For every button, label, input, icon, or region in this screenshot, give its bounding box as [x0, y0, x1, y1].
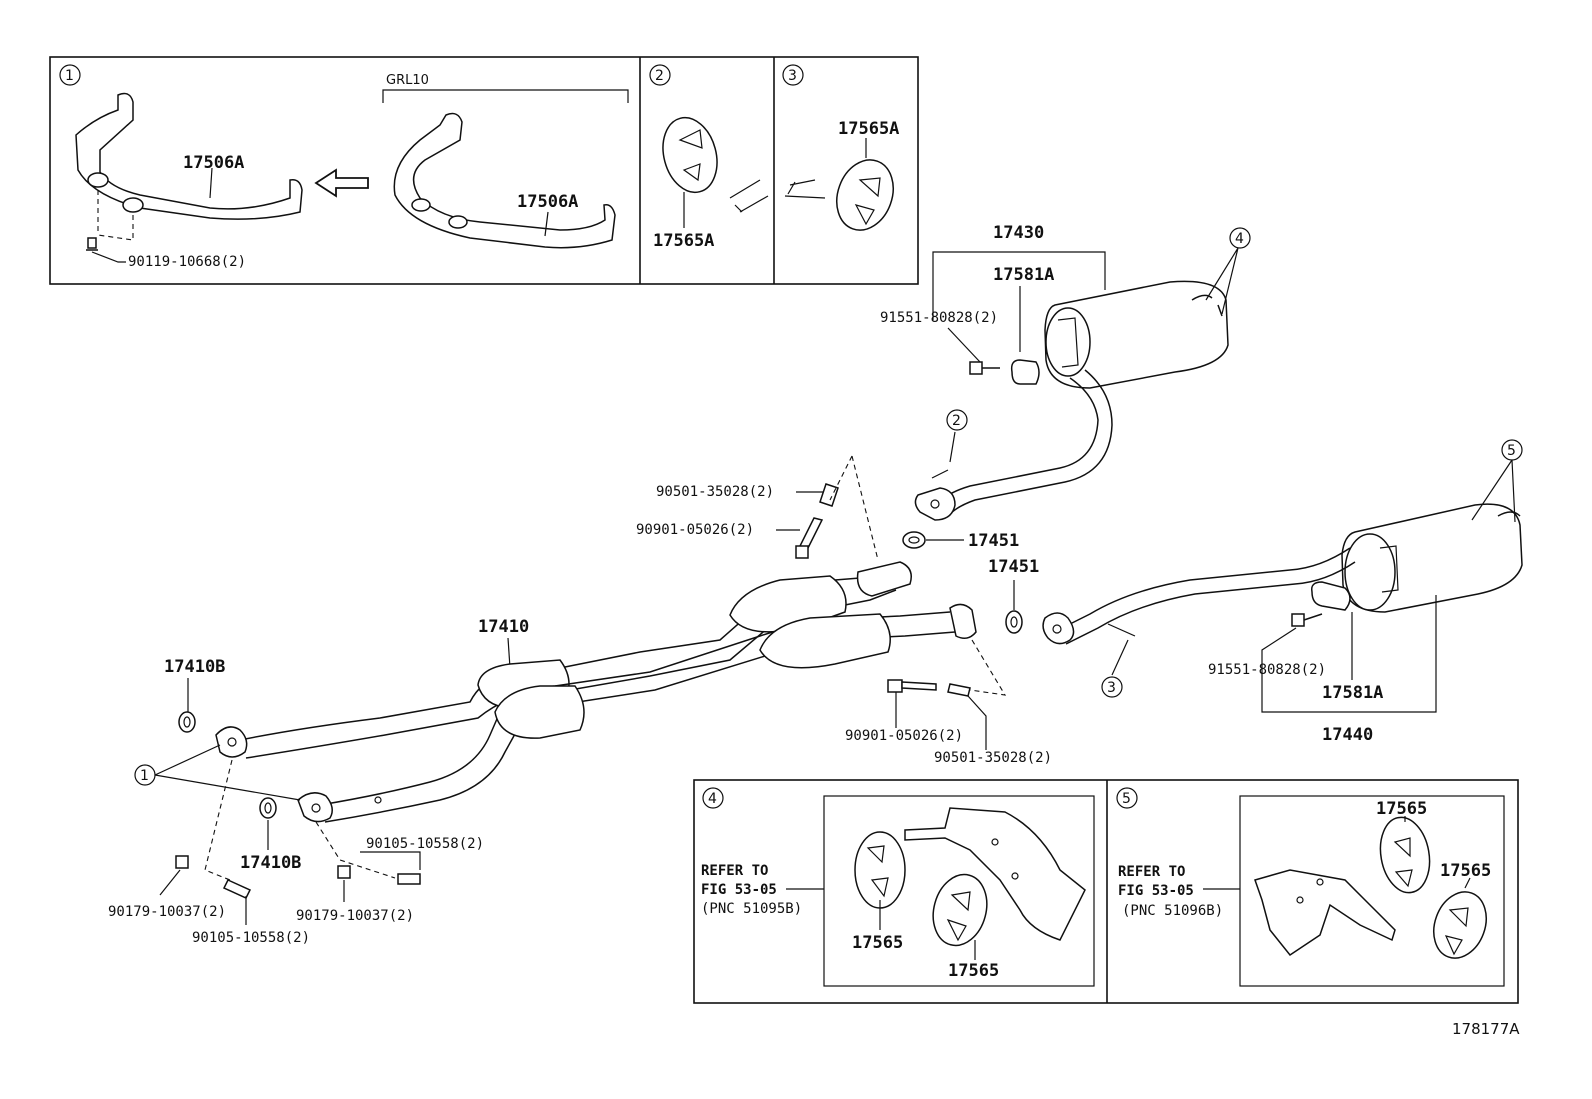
front-pipe-label: 17410: [478, 617, 529, 637]
nut-right-label: 90179-10037(2): [296, 908, 414, 924]
callout-3: 3: [1107, 680, 1116, 696]
support-bracket-left: [75, 92, 303, 220]
hanger-upper-part: [1010, 359, 1040, 385]
callout-4-upper: 4: [1235, 231, 1244, 247]
flange-lower: [1042, 612, 1075, 645]
gasket-17451-b: [1005, 610, 1023, 634]
hanger-upper-label: 17581A: [993, 265, 1054, 285]
inset-panel-1: 1 GRL10 90119-10668(2) 17506A 17506A: [49, 56, 919, 285]
support-bracket-right: [393, 112, 616, 249]
front-pipe-assembly: 17410 1: [134, 561, 977, 823]
arrow-left-icon: [314, 168, 369, 198]
inset-frame-top: [49, 56, 919, 285]
bracket-label-left: 17506A: [183, 153, 244, 173]
bolt-lower-label: 91551-80828(2): [1208, 662, 1326, 678]
refer-5-line1: REFER TO: [1118, 864, 1185, 880]
muffler-lower-label: 17440: [1322, 725, 1373, 745]
flange-upper: [914, 487, 956, 521]
hanger-5b: [1433, 891, 1487, 959]
bolt-low-label: 90901-05026(2): [845, 728, 963, 744]
refer-5-line3: (PNC 51096B): [1122, 903, 1223, 919]
panel-marker-1: 1: [65, 68, 74, 84]
gasket-b-label: 17410B: [240, 853, 301, 873]
bolt-upper-label: 91551-80828(2): [880, 310, 998, 326]
hanger-label-2: 17565A: [653, 231, 714, 251]
muffler-upper-body: [1044, 280, 1229, 389]
bracket-5: [1254, 869, 1396, 957]
catalytic-converter-d: [759, 613, 891, 669]
front-bolts: 90179-10037(2) 90105-10558(2) 90179-1003…: [108, 759, 484, 946]
gasket-d-label: 17451: [988, 557, 1039, 577]
hanger-lower-label: 17581A: [1322, 683, 1383, 703]
muffler-lower-end: [1344, 533, 1396, 611]
hanger-5b-label: 17565: [1440, 861, 1491, 881]
grl10-title: GRL10: [386, 73, 429, 88]
panel-marker-2: 2: [655, 68, 664, 84]
refer-4-line3: (PNC 51095B): [701, 901, 802, 917]
gaskets-17451: 17451 17451: [902, 531, 1039, 634]
spring-top-label: 90501-35028(2): [656, 484, 774, 500]
refer-5-line2: FIG 53-05: [1118, 883, 1194, 899]
inset-panel-3: 3 17565A: [782, 64, 899, 231]
spring-top: [819, 483, 839, 507]
center-bolts: 90501-35028(2) 90901-05026(2) 90901-0502…: [636, 455, 1052, 766]
hanger-4a-label: 17565: [852, 933, 903, 953]
panel-marker-1-circle: [59, 64, 81, 86]
bolt-left: [222, 879, 252, 899]
spring-low: [947, 683, 971, 697]
bolt-right-label: 90105-10558(2): [366, 836, 484, 852]
bolt-low: [887, 679, 903, 693]
refer-4-line2: FIG 53-05: [701, 882, 777, 898]
hanger-lower-part: [1310, 581, 1351, 611]
nut-left: [175, 855, 189, 869]
inset-panel-5: 5 REFER TO FIG 53-05 (PNC 51096B) 17565 …: [1116, 787, 1505, 987]
muffler-upper-label: 17430: [993, 223, 1044, 243]
inset-frame-bottom: [693, 779, 1519, 1004]
bolt-top: [798, 517, 824, 549]
callout-2: 2: [952, 413, 961, 429]
hanger-4b-label: 17565: [948, 961, 999, 981]
inset-panel-4: 4 REFER TO FIG 53-05 (PNC 51095B) 17565 …: [693, 779, 1519, 1004]
gasket-17410b-a: [178, 711, 196, 733]
callout-1: 1: [140, 768, 149, 784]
hanger-4b: [932, 873, 988, 947]
muffler-lower-assembly: 5 3 91551-80828(2) 17581A 17440: [1042, 439, 1523, 745]
flange-front-left-b: [297, 792, 333, 823]
bolt-label-90119: 90119-10668(2): [128, 254, 246, 270]
callout-5-upper: 5: [1507, 443, 1516, 459]
bracket-4: [904, 807, 1086, 941]
flange-front-upper: [856, 561, 912, 597]
panel-marker-4: 4: [708, 791, 717, 807]
panel-marker-5: 5: [1122, 791, 1131, 807]
muffler-upper-assembly: 17430 17581A 91551-80828(2) 4 2: [880, 223, 1251, 521]
panel-marker-3: 3: [788, 68, 797, 84]
bolt-right: [397, 873, 421, 885]
gaskets-17410b: 17410B 17410B: [164, 657, 301, 873]
gasket-a-label: 17410B: [164, 657, 225, 677]
bracket-label-right: 17506A: [517, 192, 578, 212]
nut-right: [337, 865, 351, 879]
bolt-top-label: 90901-05026(2): [636, 522, 754, 538]
rubber-hanger-2: [662, 116, 718, 194]
figure-id: 178177A: [1452, 1020, 1520, 1038]
inset-panel-2: 2 17565A: [649, 64, 769, 251]
flange-front-left-a: [215, 726, 248, 758]
hanger-5a-label: 17565: [1376, 799, 1427, 819]
muffler-upper-end: [1045, 307, 1091, 377]
bolt-left-label: 90105-10558(2): [192, 930, 310, 946]
flange-front-lower: [949, 603, 977, 639]
gasket-c-label: 17451: [968, 531, 1019, 551]
hanger-5a: [1379, 816, 1431, 894]
hanger-4a: [854, 831, 906, 909]
gasket-17451-a: [902, 531, 926, 549]
spring-low-label: 90501-35028(2): [934, 750, 1052, 766]
rubber-hanger-3: [836, 159, 894, 231]
gasket-17410b-b: [259, 797, 277, 819]
nut-left-label: 90179-10037(2): [108, 904, 226, 920]
refer-4-line1: REFER TO: [701, 863, 768, 879]
hanger-label-3: 17565A: [838, 119, 899, 139]
catalytic-converter-c: [494, 685, 585, 739]
